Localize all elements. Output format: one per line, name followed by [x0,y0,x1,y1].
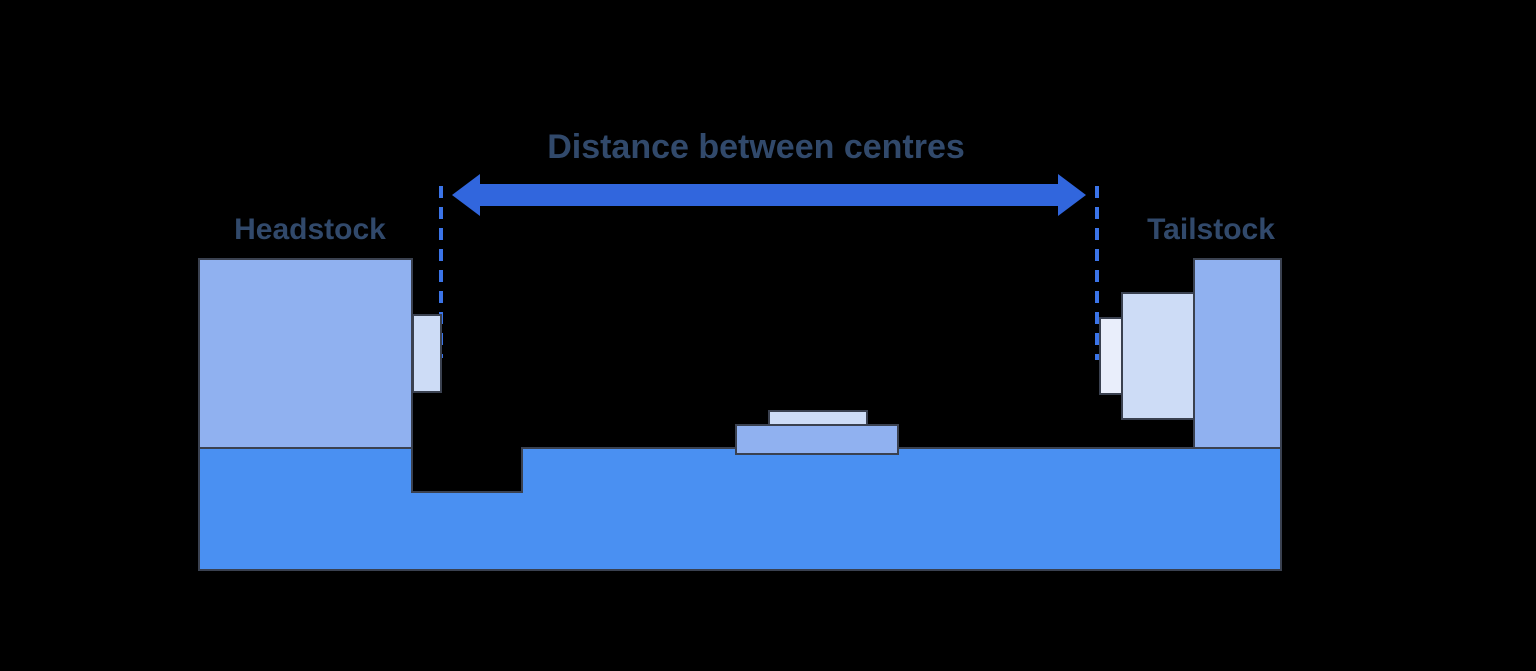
distance-between-centres-caption: Distance between centres [547,128,965,166]
tailstock-label: Tailstock [1147,213,1275,246]
tailstock-quill [1121,292,1195,420]
carriage [735,424,899,455]
headstock-label: Headstock [234,213,386,246]
tailstock-body [1193,258,1282,449]
headstock-chuck-plate [412,314,442,393]
headstock-body [198,258,413,449]
lathe-bed [198,447,1282,571]
dimension-arrow [452,174,1086,216]
tailstock-centre-tip [1099,317,1123,395]
